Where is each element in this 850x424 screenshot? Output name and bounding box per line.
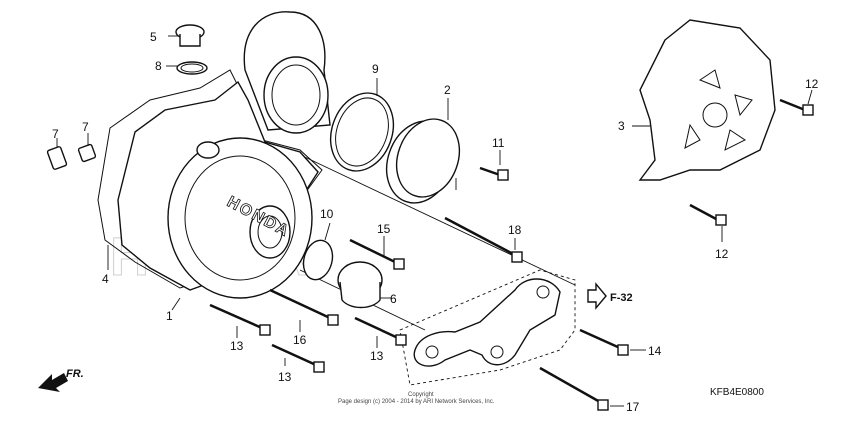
label-part-8: 8 [155, 59, 162, 73]
label-part-13c: 13 [278, 370, 292, 384]
gasket-ring-9 [329, 92, 395, 172]
label-part-17: 17 [626, 400, 640, 414]
label-part-6: 6 [390, 292, 397, 306]
label-part-12a: 12 [805, 77, 819, 91]
bolt-15 [349, 238, 405, 270]
gasket-outline [97, 69, 323, 289]
left-crankcase-cover: HONDA [117, 80, 319, 299]
bolt-16 [269, 288, 339, 326]
label-part-7b: 7 [82, 120, 89, 134]
reference-label: F-32 [610, 292, 633, 304]
generator-cover-2 [385, 98, 461, 204]
label-part-13b: 13 [370, 349, 384, 363]
plug-6 [337, 261, 392, 309]
label-part-18: 18 [508, 223, 522, 237]
bolt-13-bottom [271, 343, 325, 373]
label-part-9: 9 [372, 62, 379, 76]
label-part-3: 3 [618, 119, 625, 133]
bolt-12-lower [689, 203, 727, 226]
reference-arrow-icon [587, 282, 607, 310]
label-part-15: 15 [377, 222, 391, 236]
gasket-ring-9-inner [335, 97, 389, 167]
bracket-assembly [399, 269, 576, 386]
dowel-pin-7b [77, 133, 97, 163]
label-part-7a: 7 [52, 127, 59, 141]
bolt-17 [539, 366, 609, 411]
label-part-12b: 12 [715, 247, 729, 261]
label-part-14: 14 [648, 344, 662, 358]
o-ring-8-inner [180, 63, 204, 73]
label-part-5: 5 [150, 30, 157, 44]
label-part-4: 4 [102, 272, 109, 286]
label-part-11: 11 [492, 136, 505, 150]
label-part-1: 1 [166, 309, 173, 323]
copyright-line-1: Copyright [408, 392, 434, 398]
label-part-13a: 13 [230, 339, 244, 353]
stator-housing [243, 11, 331, 134]
copyright-line-2: Page design (c) 2004 - 2014 by ARI Netwo… [338, 399, 495, 405]
diagram-code: KFB4E0800 [710, 387, 764, 398]
oil-filler-cap [168, 24, 205, 47]
assembly-leader-line [289, 149, 576, 286]
o-ring-10 [302, 239, 334, 281]
bolt-14 [579, 328, 629, 356]
sprocket-cover-3 [632, 19, 776, 181]
bolt-11 [479, 166, 509, 181]
front-direction-arrow-icon [38, 373, 68, 392]
bolt-13-center [354, 316, 407, 346]
bolt-12-upper [779, 98, 814, 116]
label-part-16: 16 [293, 333, 307, 347]
bolt-13-left [209, 303, 271, 336]
label-part-2: 2 [444, 83, 451, 97]
dowel-pin-7a [46, 138, 68, 170]
front-direction-label: FR. [66, 368, 84, 380]
label-part-10: 10 [320, 207, 334, 221]
bolt-18 [444, 216, 523, 263]
